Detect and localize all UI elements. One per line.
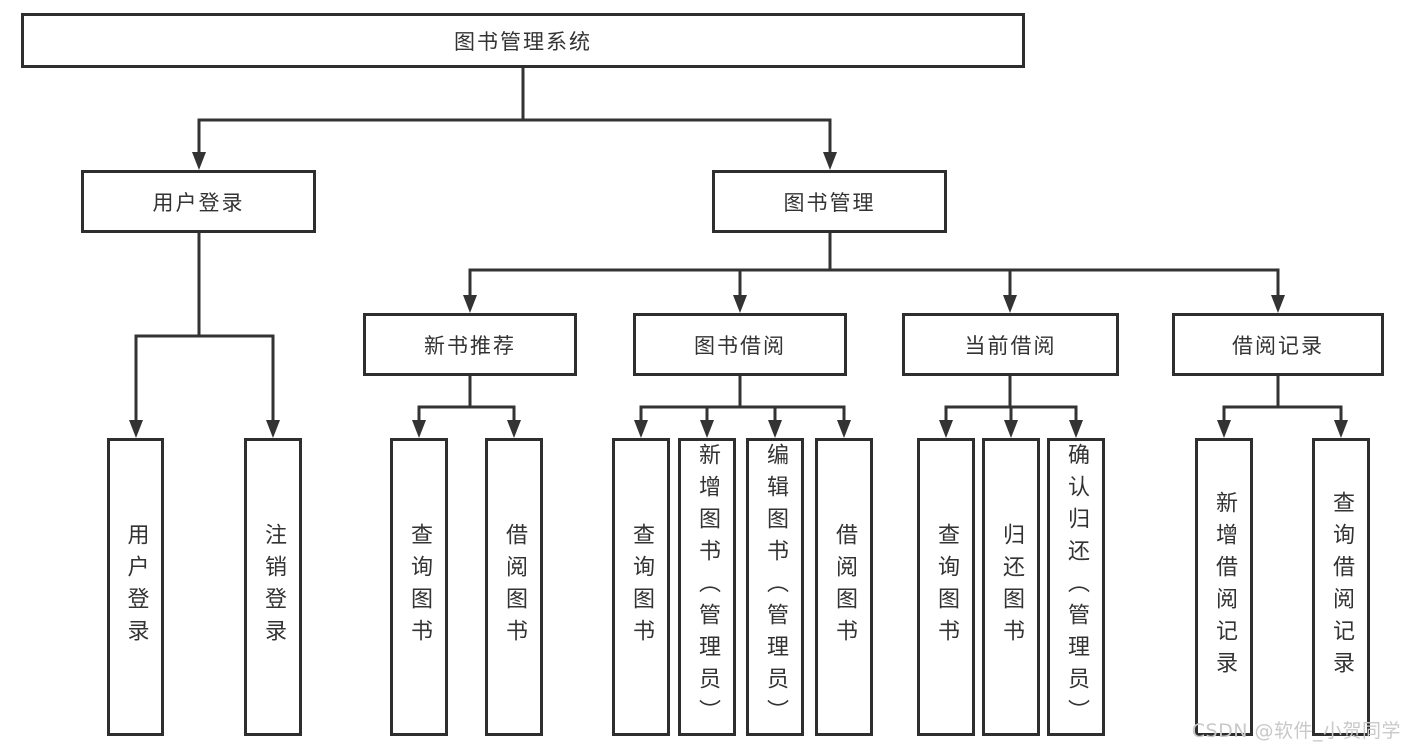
node-leaf-bb-query-books: 查询图书: [612, 438, 670, 736]
node-leaf-bb-edit-books-admin: 编辑图书（管理员）: [746, 438, 804, 736]
node-root: 图书管理系统: [21, 13, 1025, 68]
node-leaf-cb-return-books: 归还图书: [982, 438, 1040, 736]
node-current-borrowing: 当前借阅: [902, 313, 1119, 376]
node-book-management: 图书管理: [712, 170, 947, 233]
node-leaf-cb-confirm-return-admin: 确认归还（管理员）: [1047, 438, 1105, 736]
node-leaf-bb-add-books-admin: 新增图书（管理员）: [678, 438, 736, 736]
node-leaf-user-login: 用户登录: [107, 438, 164, 736]
node-leaf-logout: 注销登录: [244, 438, 302, 736]
watermark: CSDN @软件_小贺同学: [1191, 720, 1401, 742]
node-new-book-recommend: 新书推荐: [363, 313, 577, 376]
node-leaf-bb-borrow-books: 借阅图书: [815, 438, 873, 736]
node-leaf-br-add-record: 新增借阅记录: [1195, 438, 1253, 736]
node-user-login: 用户登录: [81, 170, 316, 233]
node-leaf-nb-borrow-books: 借阅图书: [485, 438, 543, 736]
node-leaf-br-query-record: 查询借阅记录: [1312, 438, 1370, 736]
node-leaf-cb-query-books: 查询图书: [917, 438, 975, 736]
node-book-borrowing: 图书借阅: [633, 313, 847, 376]
node-leaf-nb-query-books: 查询图书: [390, 438, 448, 736]
node-borrowing-records: 借阅记录: [1172, 313, 1384, 376]
arrowheads: [129, 152, 1348, 438]
